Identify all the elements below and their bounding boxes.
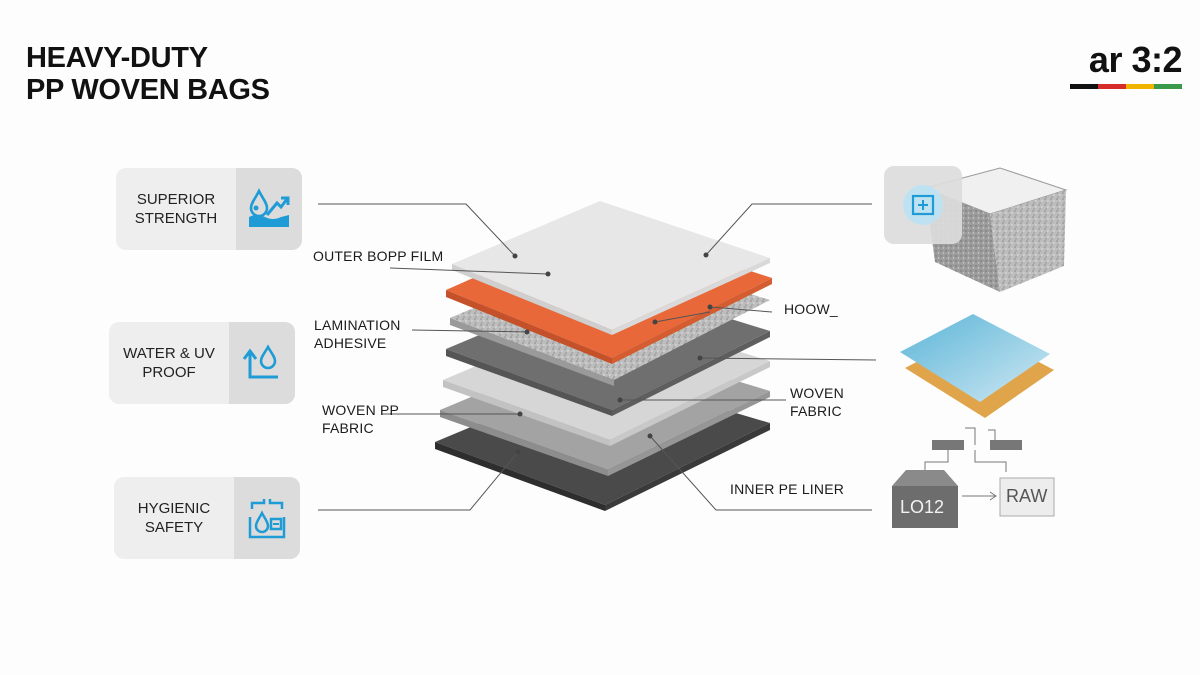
- label-outer-bopp-film: OUTER BOPP FILM: [313, 248, 444, 264]
- flow-diagram: [892, 427, 1055, 528]
- feature-card-hygiene: HYGIENIC SAFETY: [114, 477, 300, 559]
- feature-hygiene-line2: SAFETY: [144, 519, 204, 536]
- label-hoow: HOOW_: [784, 301, 838, 317]
- leader-lines: [318, 203, 877, 511]
- stripe-red: [1098, 84, 1126, 89]
- flow-box-right-label: RAW: [1006, 486, 1048, 506]
- label-lamination-line1: LAMINATION: [314, 317, 401, 333]
- label-woven-pp-line2: FABRIC: [322, 420, 374, 436]
- leader-dots: [512, 252, 713, 455]
- feature-strength-line1: SUPERIOR: [136, 191, 216, 208]
- feature-label-strength: SUPERIOR STRENGTH: [116, 168, 236, 250]
- feature-strength-line2: STRENGTH: [134, 210, 218, 227]
- label-lamination-adhesive: LAMINATION ADHESIVE: [314, 316, 401, 352]
- label-woven-pp-line1: WOVEN PP: [322, 402, 400, 418]
- brand-stripe: [1070, 84, 1182, 89]
- label-woven-right-line2: FABRIC: [790, 403, 842, 419]
- laminated-sheet-illustration: [900, 314, 1054, 418]
- layer-outer-bopp-film: [452, 201, 770, 335]
- stripe-yellow: [1126, 84, 1154, 89]
- feature-water-uv-line2: PROOF: [142, 364, 196, 381]
- stripe-green: [1154, 84, 1182, 89]
- label-woven-right-line1: WOVEN: [790, 385, 844, 401]
- feature-water-uv-line1: WATER & UV: [123, 345, 215, 362]
- feature-card-strength: SUPERIOR STRENGTH: [116, 168, 302, 250]
- brand-text: ar 3:2: [1088, 39, 1183, 80]
- hygiene-shield-icon: [234, 477, 300, 559]
- title-line-1: HEAVY-DUTY: [26, 42, 208, 74]
- page-title: HEAVY-DUTY PP WOVEN BAGS: [26, 42, 270, 106]
- water-drop-strength-icon: [236, 168, 302, 250]
- feature-label-hygiene: HYGIENIC SAFETY: [114, 477, 234, 559]
- feature-card-water-uv: WATER & UV PROOF: [109, 322, 295, 404]
- label-inner-pe-liner: INNER PE LINER: [730, 481, 845, 497]
- textured-box-illustration: [884, 166, 1068, 292]
- label-woven-fabric-right: WOVEN FABRIC: [790, 384, 844, 420]
- title-line-2: PP WOVEN BAGS: [26, 74, 270, 106]
- label-lamination-line2: ADHESIVE: [314, 335, 387, 351]
- water-drop-uv-icon: [229, 322, 295, 404]
- flow-box-left-label: LO12: [900, 497, 945, 517]
- feature-label-water-uv: WATER & UV PROOF: [109, 322, 229, 404]
- feature-hygiene-line1: HYGIENIC: [137, 500, 211, 517]
- label-woven-pp-fabric: WOVEN PP FABRIC: [322, 401, 399, 437]
- brand-logo: ar 3:2: [1070, 38, 1183, 89]
- stripe-black: [1070, 84, 1098, 89]
